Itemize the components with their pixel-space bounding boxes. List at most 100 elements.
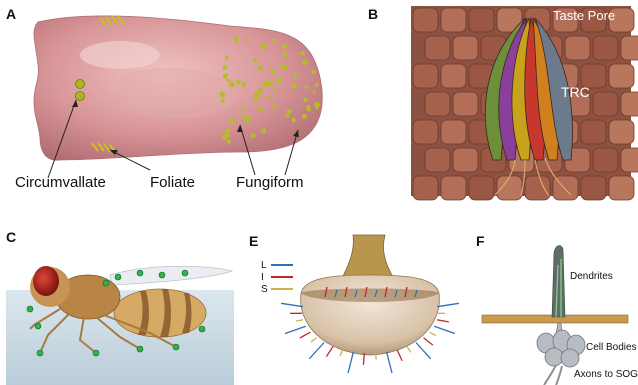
fungiform-papilla — [223, 65, 228, 70]
fungiform-papilla — [266, 95, 270, 99]
taste-sensillum — [340, 350, 343, 356]
taste-sensillum — [326, 347, 333, 357]
fungiform-papilla — [226, 133, 230, 137]
fungiform-papilla — [234, 36, 239, 41]
fungiform-papilla — [253, 58, 257, 62]
epithelial-cell — [621, 36, 638, 60]
epithelial-cell — [413, 8, 438, 32]
fungiform-papilla — [236, 80, 241, 85]
taste-sensillum — [397, 350, 402, 361]
taste-sensillum — [311, 338, 317, 342]
taste-sensillum — [434, 326, 455, 333]
taste-sensillum — [430, 332, 436, 335]
fungiform-papilla — [272, 38, 276, 42]
fungiform-papilla — [253, 97, 257, 101]
fungiform-papilla — [221, 99, 225, 103]
epithelial-cell — [581, 176, 606, 200]
fungiform-papilla — [311, 70, 315, 74]
fungiform-papilla — [291, 118, 296, 123]
label-axons-to-sog: Axons to SOG — [574, 369, 638, 380]
fungiform-papilla — [219, 92, 225, 98]
epithelial-cell — [441, 64, 466, 88]
fungiform-papilla — [251, 133, 256, 138]
fungiform-papilla — [270, 70, 273, 73]
taste-bud-illustration — [365, 0, 638, 200]
fungiform-papilla — [242, 82, 247, 87]
fungiform-papilla — [282, 50, 286, 54]
fungiform-papilla — [294, 73, 298, 77]
fungiform-papilla — [281, 64, 285, 68]
epithelial-cell — [413, 120, 438, 144]
taste-sensillum — [387, 352, 392, 373]
epithelial-cell — [581, 120, 606, 144]
fungiform-papilla — [226, 129, 229, 132]
labellum-illustration — [245, 225, 465, 385]
taste-sensillum — [416, 343, 431, 359]
taste-sensillum — [376, 353, 377, 360]
epithelial-cell — [593, 92, 618, 116]
fungiform-papilla — [285, 113, 289, 117]
axon-bundle — [544, 365, 562, 385]
fly-eye — [33, 266, 59, 296]
fungiform-papilla — [276, 78, 281, 83]
fungiform-papilla — [302, 59, 308, 65]
epithelial-cell — [621, 92, 638, 116]
label-circumvallate: Circumvallate — [15, 174, 106, 191]
fungiform-papilla — [300, 51, 305, 56]
epithelial-cell — [453, 92, 478, 116]
fungiform-papilla — [223, 74, 228, 79]
label-cell-bodies: Cell Bodies — [586, 342, 637, 353]
taste-sensillum — [296, 320, 303, 321]
label-foliate: Foliate — [150, 174, 195, 191]
tongue-illustration — [0, 0, 360, 200]
fungiform-papilla — [241, 107, 245, 111]
fungiform-papilla — [229, 118, 235, 124]
epithelial-cell — [593, 36, 618, 60]
fungiform-papilla — [270, 81, 274, 85]
fly-illustration — [0, 225, 240, 385]
proboscis-stalk — [341, 235, 395, 280]
epithelial-cell — [565, 36, 590, 60]
fungiform-papilla — [265, 80, 268, 83]
fungiform-papilla — [262, 82, 266, 86]
fungiform-papilla — [302, 114, 307, 119]
fungiform-papilla — [273, 87, 277, 91]
fungiform-papilla — [260, 43, 266, 49]
epithelial-cell — [469, 8, 494, 32]
fly-wing — [110, 266, 232, 285]
fly-abdomen — [114, 289, 206, 337]
epithelial-cell — [609, 120, 634, 144]
fungiform-papilla — [315, 83, 319, 87]
fungiform-papilla — [292, 83, 297, 88]
label-taste-pore: Taste Pore — [553, 8, 615, 23]
fungiform-papilla — [227, 140, 231, 144]
sensillum-shaft — [552, 246, 565, 317]
fungiform-papilla — [312, 90, 315, 93]
fungiform-papilla — [244, 39, 248, 43]
taste-sensillum — [285, 326, 306, 333]
epithelial-cell — [453, 148, 478, 172]
fungiform-papilla — [307, 107, 311, 111]
label-fungiform: Fungiform — [236, 174, 304, 191]
fungiform-papilla — [225, 56, 229, 60]
fungiform-papilla — [272, 104, 276, 108]
fungiform-papilla — [229, 82, 235, 88]
fungiform-papilla — [282, 44, 287, 49]
epithelial-cell — [441, 8, 466, 32]
panel-e: E L I S — [245, 225, 465, 385]
panel-f: F Dendrites Cell Bodies Axons to SOG — [468, 225, 638, 385]
epithelial-cell — [413, 64, 438, 88]
panel-c: C — [0, 225, 240, 385]
epithelial-cell — [525, 176, 550, 200]
fungiform-papilla — [227, 79, 231, 83]
epithelial-cell — [441, 176, 466, 200]
fungiform-papilla — [258, 107, 263, 112]
label-dendrites: Dendrites — [570, 271, 613, 282]
fungiform-papilla — [235, 40, 238, 43]
taste-sensillum — [424, 338, 433, 345]
fungiform-papilla — [315, 105, 319, 109]
taste-sensillum — [309, 343, 324, 359]
taste-sensillum — [437, 320, 449, 322]
fungiform-papilla — [247, 119, 251, 123]
fungiform-papilla — [305, 86, 309, 90]
